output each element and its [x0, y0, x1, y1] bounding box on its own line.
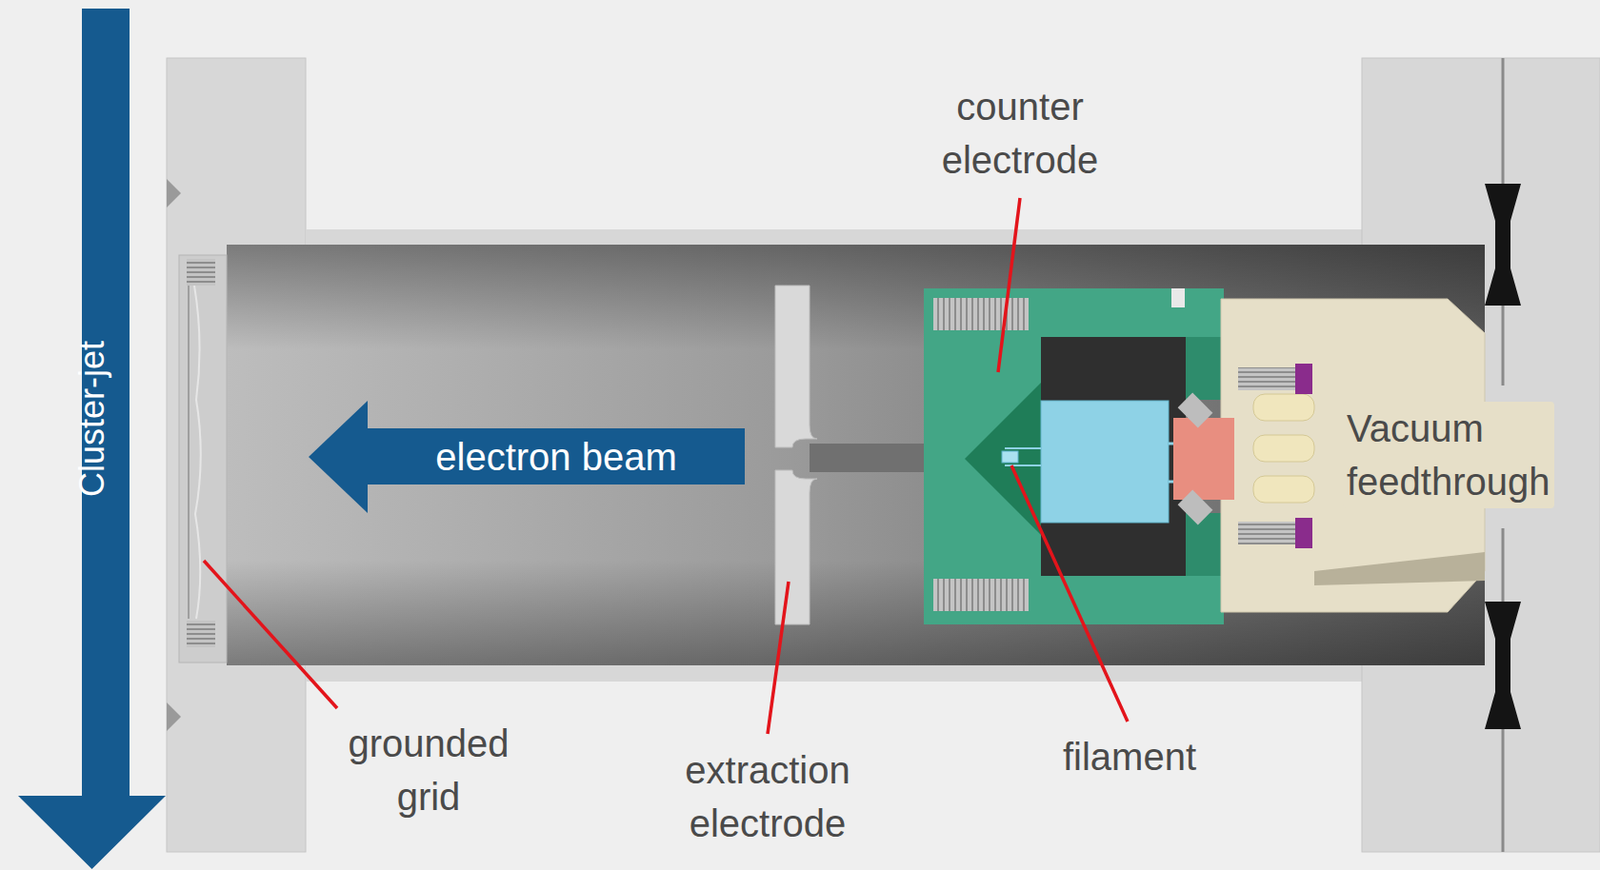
vacuum-feedthrough [1178, 393, 1214, 429]
leader-line [998, 198, 1020, 373]
part-label: counter electrode [941, 80, 1100, 187]
flow-arrow-shape [18, 8, 166, 870]
beam-label: electron beam [435, 434, 677, 480]
vacuum-feedthrough [1238, 367, 1296, 391]
counter-electrode [923, 288, 1041, 625]
extraction-electrode [775, 285, 818, 448]
vacuum-feedthrough [1253, 435, 1315, 462]
grounded-grid [194, 285, 201, 620]
vacuum-housing [166, 58, 1600, 853]
filament [1001, 451, 1019, 463]
flange-seal [1484, 183, 1521, 306]
beam-arrow-shape [308, 400, 745, 514]
cathode-block [1040, 400, 1169, 523]
counter-electrode [1185, 513, 1224, 577]
vacuum-feedthrough [1253, 394, 1315, 421]
counter-electrode [1040, 288, 1224, 338]
part-label: extraction electrode [684, 743, 850, 851]
vacuum-housing [166, 179, 181, 208]
extraction-electrode [809, 443, 924, 473]
vacuum-feedthrough [1314, 552, 1485, 586]
vacuum-housing [305, 229, 1362, 245]
counter-electrode [933, 298, 1029, 331]
vacuum-feedthrough [1173, 418, 1235, 500]
cathode-block [1004, 447, 1041, 450]
counter-electrode [1171, 288, 1185, 308]
leader-line [1011, 465, 1128, 722]
vacuum-feedthrough [1238, 521, 1296, 545]
vacuum-feedthrough [1295, 363, 1313, 395]
flow-arrow: Cluster-jet [18, 8, 166, 870]
extraction-electrode [775, 470, 818, 625]
grounded-grid [187, 285, 190, 620]
vacuum-feedthrough [1295, 518, 1313, 549]
vacuum-housing [166, 702, 181, 732]
counter-electrode [1040, 337, 1186, 577]
grounded-grid [179, 255, 227, 663]
beam-arrow: electron beam [308, 400, 745, 514]
vacuum-feedthrough [1253, 476, 1315, 503]
counter-electrode [964, 382, 1041, 536]
flange-seal [1484, 601, 1521, 730]
part-label: Vacuum feedthrough [1342, 401, 1555, 509]
leader-line [203, 560, 338, 709]
vacuum-feedthrough [1178, 490, 1214, 526]
vacuum-housing [226, 244, 1485, 666]
grounded-grid [186, 259, 216, 286]
counter-electrode [1185, 337, 1224, 400]
vacuum-housing [226, 244, 1485, 666]
part-label: filament [1062, 730, 1197, 784]
leader-line [767, 581, 789, 735]
filament [1001, 451, 1019, 463]
extraction-electrode [775, 285, 924, 625]
grounded-grid [179, 255, 227, 663]
counter-electrode [933, 579, 1029, 612]
vacuum-housing [305, 665, 1362, 682]
part-label: grounded grid [347, 717, 509, 824]
grounded-grid [186, 620, 216, 648]
flow-label: Cluster-jet [71, 340, 113, 498]
counter-electrode [1040, 576, 1224, 625]
